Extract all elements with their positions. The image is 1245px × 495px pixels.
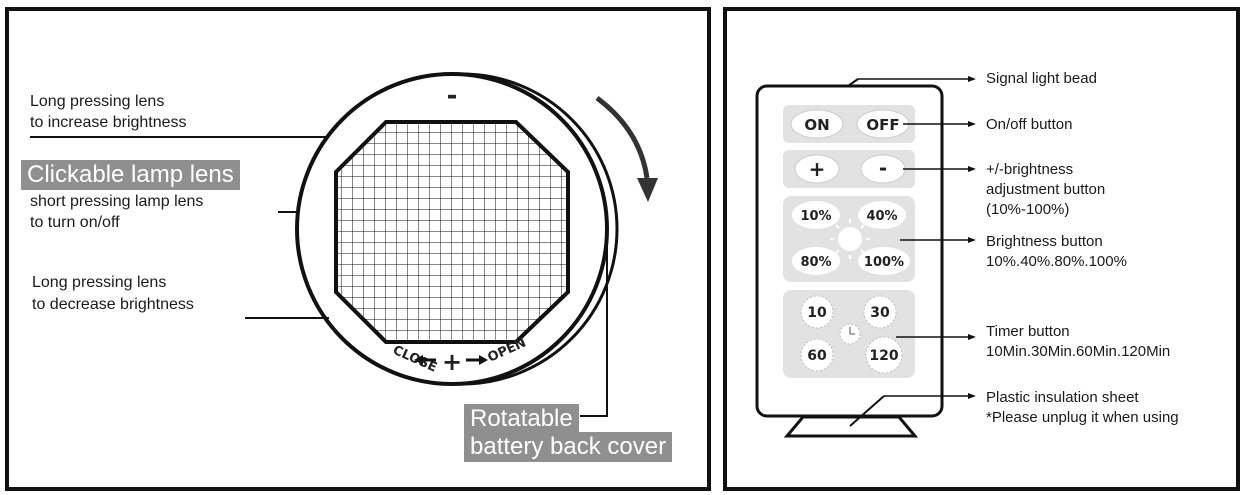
sun-icon xyxy=(830,219,870,259)
signal-light-bead xyxy=(847,78,859,87)
label-timer-button-line2: 10Min.30Min.60Min.120Min xyxy=(986,343,1171,360)
brightness-10-label: 10% xyxy=(800,209,831,224)
label-clickable-lamp-lens: Clickable lamp lens xyxy=(21,160,240,190)
timer-10-button[interactable] xyxy=(800,295,834,329)
minus-button-label: - xyxy=(879,156,887,180)
on-button[interactable] xyxy=(790,109,844,139)
remote-stand xyxy=(783,415,919,438)
timer-120-label: 120 xyxy=(869,348,898,364)
label-rotatable-line1: Rotatable xyxy=(464,404,579,434)
lamp-plus-symbol: + xyxy=(442,348,462,376)
label-brightness-adjust-line3: (10%-100%) xyxy=(986,201,1070,218)
label-brightness-adjust-line2: adjustment button xyxy=(986,181,1106,198)
open-arrow-icon xyxy=(466,355,488,365)
label-rotatable-line2: battery back cover xyxy=(464,432,673,462)
leader-line-rotatable xyxy=(580,243,608,417)
off-button-label: OFF xyxy=(866,116,899,134)
close-arrow-icon xyxy=(414,355,436,365)
label-brightness-button-line2: 10%.40%.80%.100% xyxy=(986,253,1127,270)
label-short-press-line2: to turn on/off xyxy=(30,214,120,231)
on-button-label: ON xyxy=(804,116,829,134)
label-brightness-adjust-line1: +/-brightness xyxy=(986,161,1074,178)
label-short-press-line1: short pressing lamp lens xyxy=(30,193,204,210)
rotate-arrow-icon xyxy=(595,95,658,202)
label-increase-line2: to increase brightness xyxy=(30,114,187,131)
brightness-40-button[interactable] xyxy=(858,201,906,229)
plus-button[interactable] xyxy=(794,154,840,184)
brightness-10-button[interactable] xyxy=(792,201,840,229)
brightness-80-button[interactable] xyxy=(792,247,840,275)
lamp-minus-symbol: - xyxy=(447,81,458,111)
brightness-100-button[interactable] xyxy=(858,247,910,275)
lamp-lens[interactable] xyxy=(334,120,570,344)
brightness-40-label: 40% xyxy=(866,209,897,224)
label-insulation-line1: Plastic insulation sheet xyxy=(986,389,1139,406)
label-insulation-line2: *Please unplug it when using xyxy=(986,409,1179,426)
label-decrease-line1: Long pressing lens xyxy=(32,274,167,291)
brightness-80-label: 80% xyxy=(800,255,831,270)
timer-30-label: 30 xyxy=(870,305,890,321)
timer-30-button[interactable] xyxy=(863,295,897,329)
label-brightness-button-line1: Brightness button xyxy=(986,233,1103,250)
label-decrease-line2: to decrease brightness xyxy=(32,296,194,313)
lamp-lens-grid[interactable] xyxy=(330,116,575,348)
label-signal-light-bead: Signal light bead xyxy=(986,70,1097,87)
timer-120-button[interactable] xyxy=(865,336,903,374)
timer-60-label: 60 xyxy=(807,348,827,364)
timer-60-button[interactable] xyxy=(800,338,834,372)
clock-icon xyxy=(839,323,861,345)
brightness-100-label: 100% xyxy=(864,255,904,270)
label-increase-line1: Long pressing lens xyxy=(30,93,165,110)
label-timer-button-line1: Timer button xyxy=(986,323,1070,340)
timer-10-label: 10 xyxy=(807,305,827,321)
plus-button-label: + xyxy=(809,157,826,181)
label-onoff-button: On/off button xyxy=(986,116,1073,133)
